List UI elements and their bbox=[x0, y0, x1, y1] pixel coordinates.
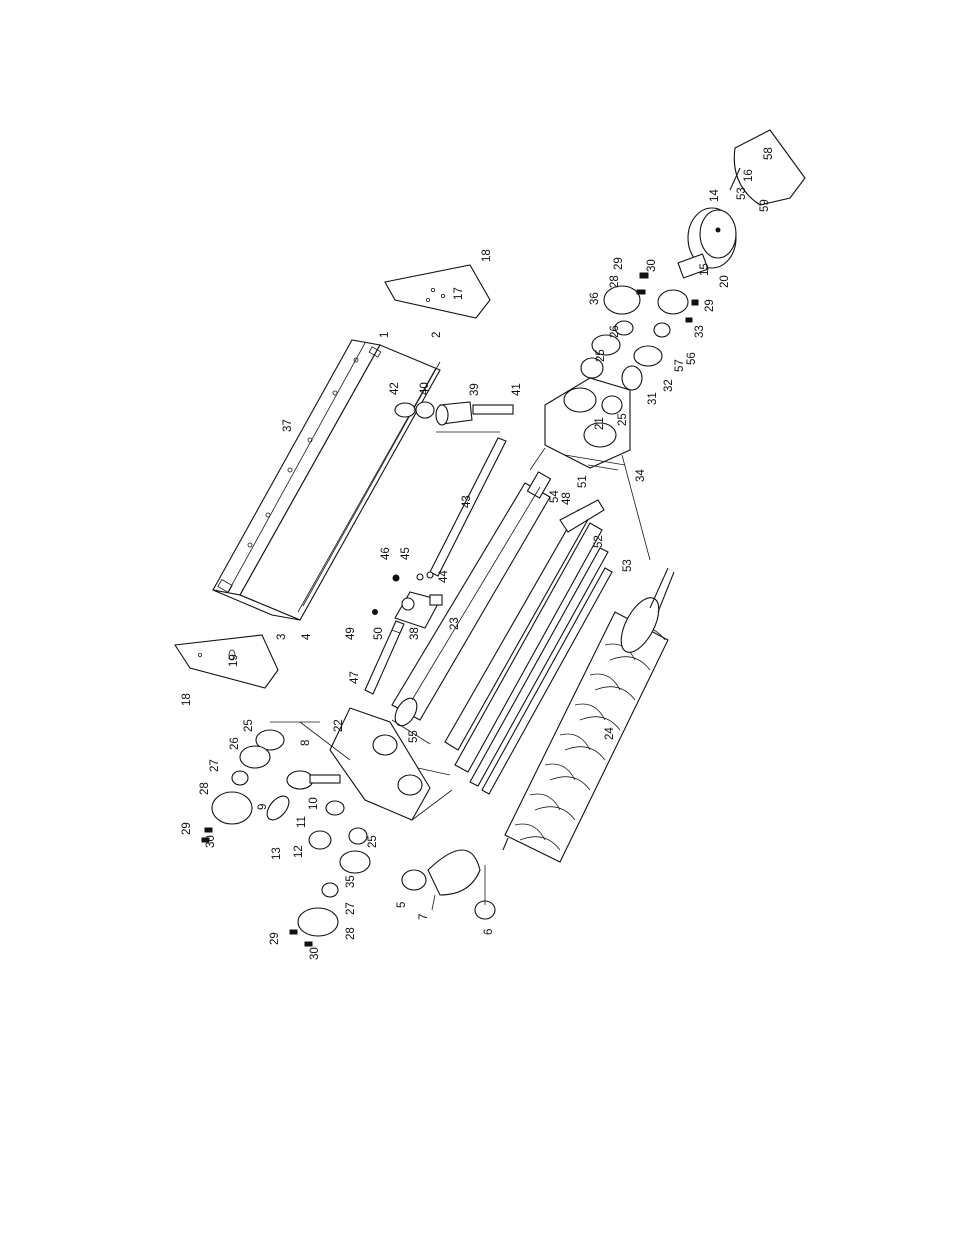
callout-16: 16 bbox=[743, 169, 755, 182]
callout-49: 49 bbox=[345, 627, 357, 640]
callout-45: 45 bbox=[400, 547, 412, 560]
callout-57: 57 bbox=[674, 359, 686, 372]
callout-58: 58 bbox=[763, 147, 775, 160]
callout-48: 48 bbox=[561, 492, 573, 505]
callout-5: 5 bbox=[396, 902, 408, 908]
callout-42: 42 bbox=[389, 382, 401, 395]
callout-15: 15 bbox=[699, 263, 711, 276]
callout-26a: 26 bbox=[229, 737, 241, 750]
callout-51: 51 bbox=[577, 475, 589, 488]
callout-28a: 28 bbox=[199, 782, 211, 795]
callout-52: 52 bbox=[593, 535, 605, 548]
callout-40: 40 bbox=[419, 382, 431, 395]
callout-38: 38 bbox=[409, 627, 421, 640]
callout-6: 6 bbox=[483, 929, 495, 935]
callout-20: 20 bbox=[719, 275, 731, 288]
callout-19: 19 bbox=[228, 654, 240, 667]
callout-18b: 18 bbox=[181, 693, 193, 706]
callout-28c: 28 bbox=[609, 275, 621, 288]
callout-27b: 27 bbox=[345, 902, 357, 915]
callout-34: 34 bbox=[635, 469, 647, 482]
callout-44: 44 bbox=[438, 570, 450, 583]
callout-29a: 29 bbox=[181, 822, 193, 835]
callout-35: 35 bbox=[345, 875, 357, 888]
callout-10: 10 bbox=[308, 797, 320, 810]
callout-59: 59 bbox=[759, 199, 771, 212]
callout-29b: 29 bbox=[269, 932, 281, 945]
bearing-housing-22 bbox=[330, 708, 430, 820]
cover-housing-37 bbox=[213, 340, 440, 620]
callout-22: 22 bbox=[333, 719, 345, 732]
callout-2: 2 bbox=[431, 332, 443, 338]
callout-33: 33 bbox=[694, 325, 706, 338]
callout-37: 37 bbox=[282, 419, 294, 432]
bushing-39-42 bbox=[395, 402, 513, 425]
callout-3: 3 bbox=[276, 634, 288, 640]
callout-25b: 25 bbox=[367, 835, 379, 848]
callout-31: 31 bbox=[647, 392, 659, 405]
callout-53b: 53 bbox=[736, 187, 748, 200]
callout-26b: 26 bbox=[609, 325, 621, 338]
callout-1: 1 bbox=[379, 332, 391, 338]
callout-28b: 28 bbox=[345, 927, 357, 940]
callout-53a: 53 bbox=[622, 559, 634, 572]
callout-25a: 25 bbox=[243, 719, 255, 732]
cam-assembly-5-7 bbox=[402, 850, 495, 919]
gear-housing-38 bbox=[373, 572, 443, 628]
callout-23: 23 bbox=[449, 617, 461, 630]
callout-30c: 30 bbox=[646, 259, 658, 272]
callout-4: 4 bbox=[301, 633, 313, 640]
callout-39: 39 bbox=[469, 383, 481, 396]
callout-43: 43 bbox=[461, 495, 473, 508]
callout-54: 54 bbox=[549, 490, 561, 503]
callout-25d: 25 bbox=[617, 413, 629, 426]
callout-56: 56 bbox=[686, 352, 698, 365]
callout-29d: 29 bbox=[704, 299, 716, 312]
callout-25c: 25 bbox=[595, 349, 607, 362]
callout-27a: 27 bbox=[209, 759, 221, 772]
callout-12: 12 bbox=[293, 845, 305, 858]
callout-41: 41 bbox=[511, 383, 523, 396]
callout-18a: 18 bbox=[481, 249, 493, 262]
callout-11: 11 bbox=[296, 816, 308, 828]
callout-14: 14 bbox=[709, 189, 721, 202]
callout-47: 47 bbox=[349, 671, 361, 684]
callout-55: 55 bbox=[408, 730, 420, 743]
callout-24: 24 bbox=[604, 727, 616, 740]
callout-7: 7 bbox=[418, 914, 430, 920]
callout-9: 9 bbox=[257, 804, 269, 810]
callout-17: 17 bbox=[453, 287, 465, 300]
callout-21: 21 bbox=[594, 417, 606, 430]
callout-46: 46 bbox=[380, 547, 392, 560]
callout-8: 8 bbox=[300, 740, 312, 746]
callout-30a: 30 bbox=[205, 835, 217, 848]
callout-50: 50 bbox=[373, 627, 385, 640]
end-plate-19 bbox=[175, 635, 278, 688]
callout-30b: 30 bbox=[309, 947, 321, 960]
callout-13: 13 bbox=[271, 847, 283, 860]
callout-36: 36 bbox=[589, 292, 601, 305]
callout-32: 32 bbox=[663, 379, 675, 392]
end-plate-17 bbox=[385, 265, 490, 318]
callout-29c: 29 bbox=[613, 257, 625, 270]
